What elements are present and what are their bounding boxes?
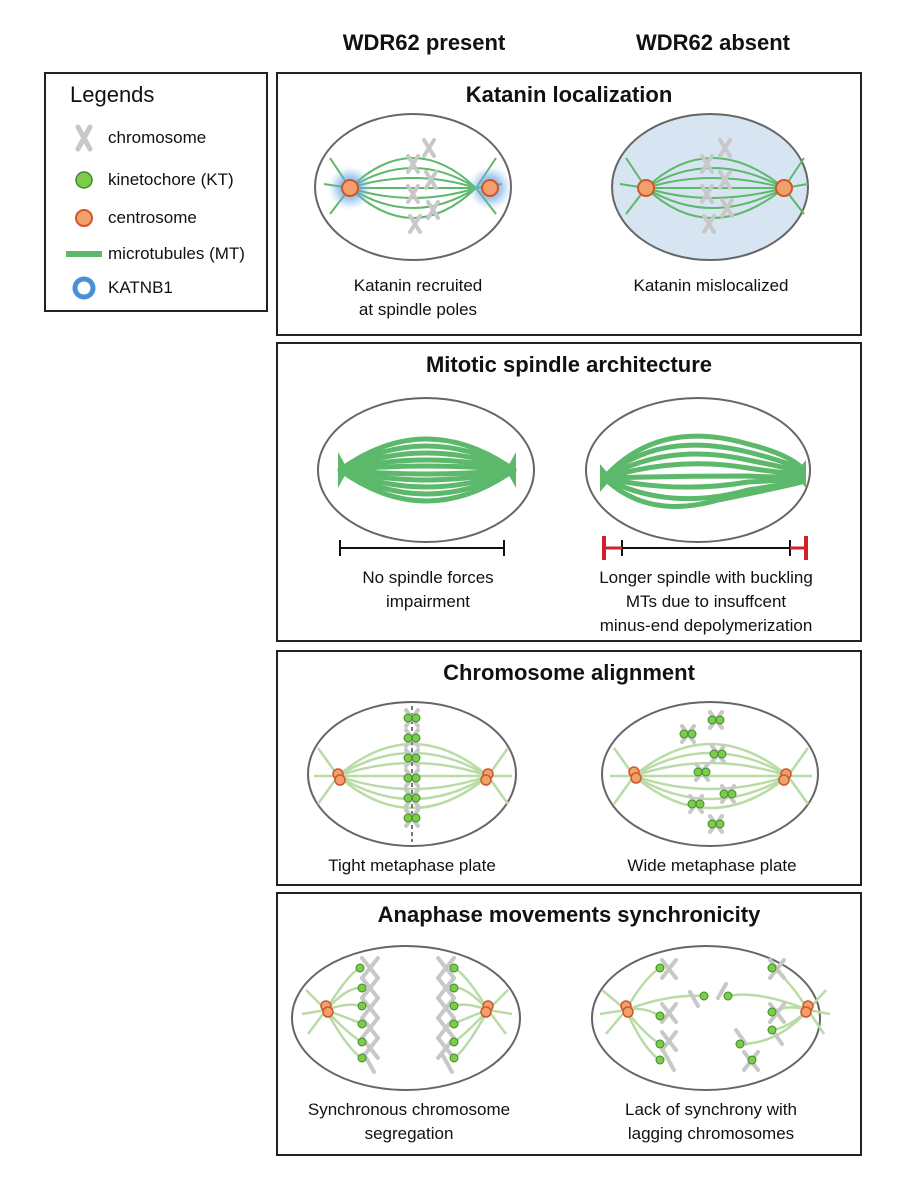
panel-illustration: [314, 113, 809, 261]
legend-title: Legends: [70, 82, 155, 107]
panel-title: Mitotic spindle architecture: [425, 352, 713, 377]
panel-illustration: [317, 397, 811, 560]
chromosome-icon: [75, 124, 93, 152]
panel-spindle-architecture: Mitotic spindle architecture: [276, 342, 862, 642]
cell-wdr62-present: [291, 945, 521, 1091]
legend-label-katnb1: KATNB1: [108, 278, 173, 297]
panel-title: Anaphase movements synchronicity: [377, 902, 761, 927]
kinetochore-group: [355, 963, 459, 1063]
panel-katanin-localization: Katanin localization: [276, 72, 862, 336]
centrosome-icon: [637, 179, 655, 197]
legend-item-katnb1: KATNB1: [64, 274, 173, 302]
kinetochore-group: [403, 713, 421, 823]
legend-item-kinetochore: kinetochore (KT): [64, 166, 234, 194]
caption-left: Tight metaphase plate: [328, 856, 496, 875]
column-header-present: WDR62 present: [342, 30, 506, 55]
caption-left: Synchronous chromosome segregation: [307, 1100, 511, 1143]
panel-chromosome-alignment: Chromosome alignment: [276, 650, 862, 886]
panel-illustration: [307, 701, 819, 847]
centrosome-icon: [75, 209, 93, 227]
centrosome-icon: [481, 179, 499, 197]
cell-wdr62-absent: [611, 113, 809, 261]
microtubule-icon: [66, 251, 102, 257]
spindle-length-bar-long: [602, 536, 808, 560]
caption-left: Katanin recruited at spindle poles: [353, 276, 483, 319]
cell-wdr62-absent: [585, 397, 811, 543]
caption-right: Lack of synchrony with lagging chromosom…: [625, 1100, 797, 1143]
legend-label-microtubules: microtubules (MT): [108, 244, 245, 263]
panel-title: Katanin localization: [465, 82, 673, 107]
centrosome-icon: [341, 179, 359, 197]
column-header-absent: WDR62 absent: [635, 30, 791, 55]
caption-right: Longer spindle with buckling MTs due to …: [599, 568, 813, 635]
cell-wdr62-present: [317, 397, 535, 543]
kinetochore-group: [679, 715, 737, 829]
legend-label-chromosome: chromosome: [108, 128, 207, 147]
cell-wdr62-absent: [601, 701, 819, 847]
caption-right: Wide metaphase plate: [627, 856, 797, 875]
caption-left: No spindle forces impairment: [362, 568, 494, 611]
caption-right: Katanin mislocalized: [633, 276, 789, 295]
cell-wdr62-absent: [591, 945, 831, 1091]
legend-box: Legends chromosome kinetochore (KT) cent…: [44, 72, 268, 312]
chromosome-group: [406, 138, 440, 234]
legend-item-centrosome: centrosome: [64, 204, 197, 232]
kinetochore-icon: [75, 171, 93, 189]
legend-label-kinetochore: kinetochore (KT): [108, 170, 234, 189]
spindle-length-bar-normal: [339, 540, 505, 556]
panel-title: Chromosome alignment: [443, 660, 695, 685]
cell-wdr62-present: [307, 701, 517, 847]
legend-label-centrosome: centrosome: [108, 208, 197, 227]
legend-item-chromosome: chromosome: [64, 124, 206, 152]
katnb1-icon: [72, 276, 96, 300]
cell-wdr62-present: [314, 113, 512, 261]
legend-item-microtubules: microtubules (MT): [64, 240, 245, 268]
panel-anaphase-synchronicity: Anaphase movements synchronicity: [276, 892, 862, 1156]
centrosome-icon: [775, 179, 793, 197]
kinetochore-group: [655, 963, 777, 1065]
panel-illustration: [291, 945, 831, 1091]
chromosome-group: [700, 138, 734, 234]
